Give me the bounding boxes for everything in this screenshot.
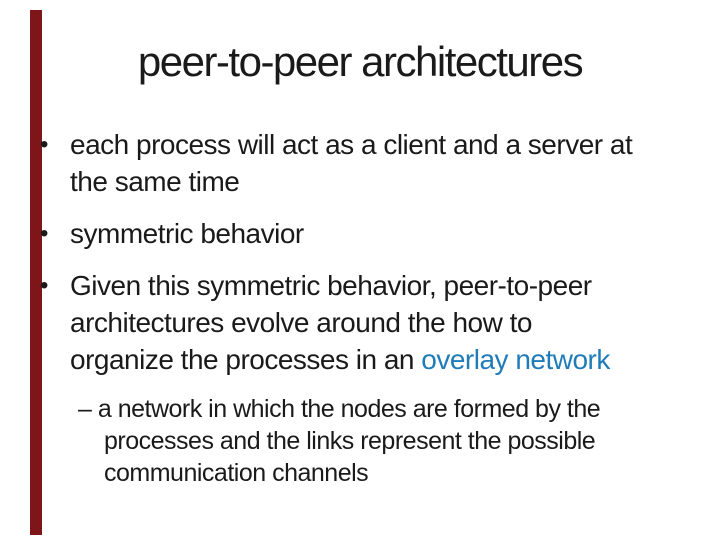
bullet-3-lines: Given this symmetric behavior, peer-to-p… (70, 267, 716, 378)
bullet-item-2: • symmetric behavior (40, 215, 716, 252)
sub-bullet-line-3: communication channels (104, 459, 369, 487)
sub-bullet-line-1: – a network in which the nodes are forme… (78, 395, 601, 423)
slide-body: • each process will act as a client and … (40, 126, 716, 489)
bullet-icon: • (40, 272, 49, 299)
bullet-2-lines: symmetric behavior (70, 215, 716, 252)
bullet-icon: • (40, 131, 49, 158)
bullet-3-line-3: organize the processes in an overlay net… (70, 341, 716, 378)
bullet-1-line-1: each process will act as a client and a … (70, 129, 633, 160)
bullet-item-3: • Given this symmetric behavior, peer-to… (40, 267, 716, 378)
bullet-1-line-2: the same time (70, 166, 240, 197)
bullet-1-lines: each process will act as a client and a … (70, 126, 716, 200)
bullet-2-line-1: symmetric behavior (70, 218, 304, 249)
bullet-3-line-1: Given this symmetric behavior, peer-to-p… (70, 270, 592, 301)
accent-bar (30, 10, 42, 535)
bullet-icon: • (40, 220, 49, 247)
sub-bullet-line-2: processes and the links represent the po… (104, 427, 596, 455)
bullet-3-line-3-prefix: organize the processes in an (70, 344, 422, 375)
overlay-network-text: overlay network (421, 344, 610, 375)
bullet-item-1: • each process will act as a client and … (40, 126, 716, 200)
slide-title: peer-to-peer architectures (137, 38, 584, 85)
sub-bullet: – a network in which the nodes are forme… (78, 393, 716, 489)
bullet-3-line-2: architectures evolve around the how to (70, 307, 532, 338)
